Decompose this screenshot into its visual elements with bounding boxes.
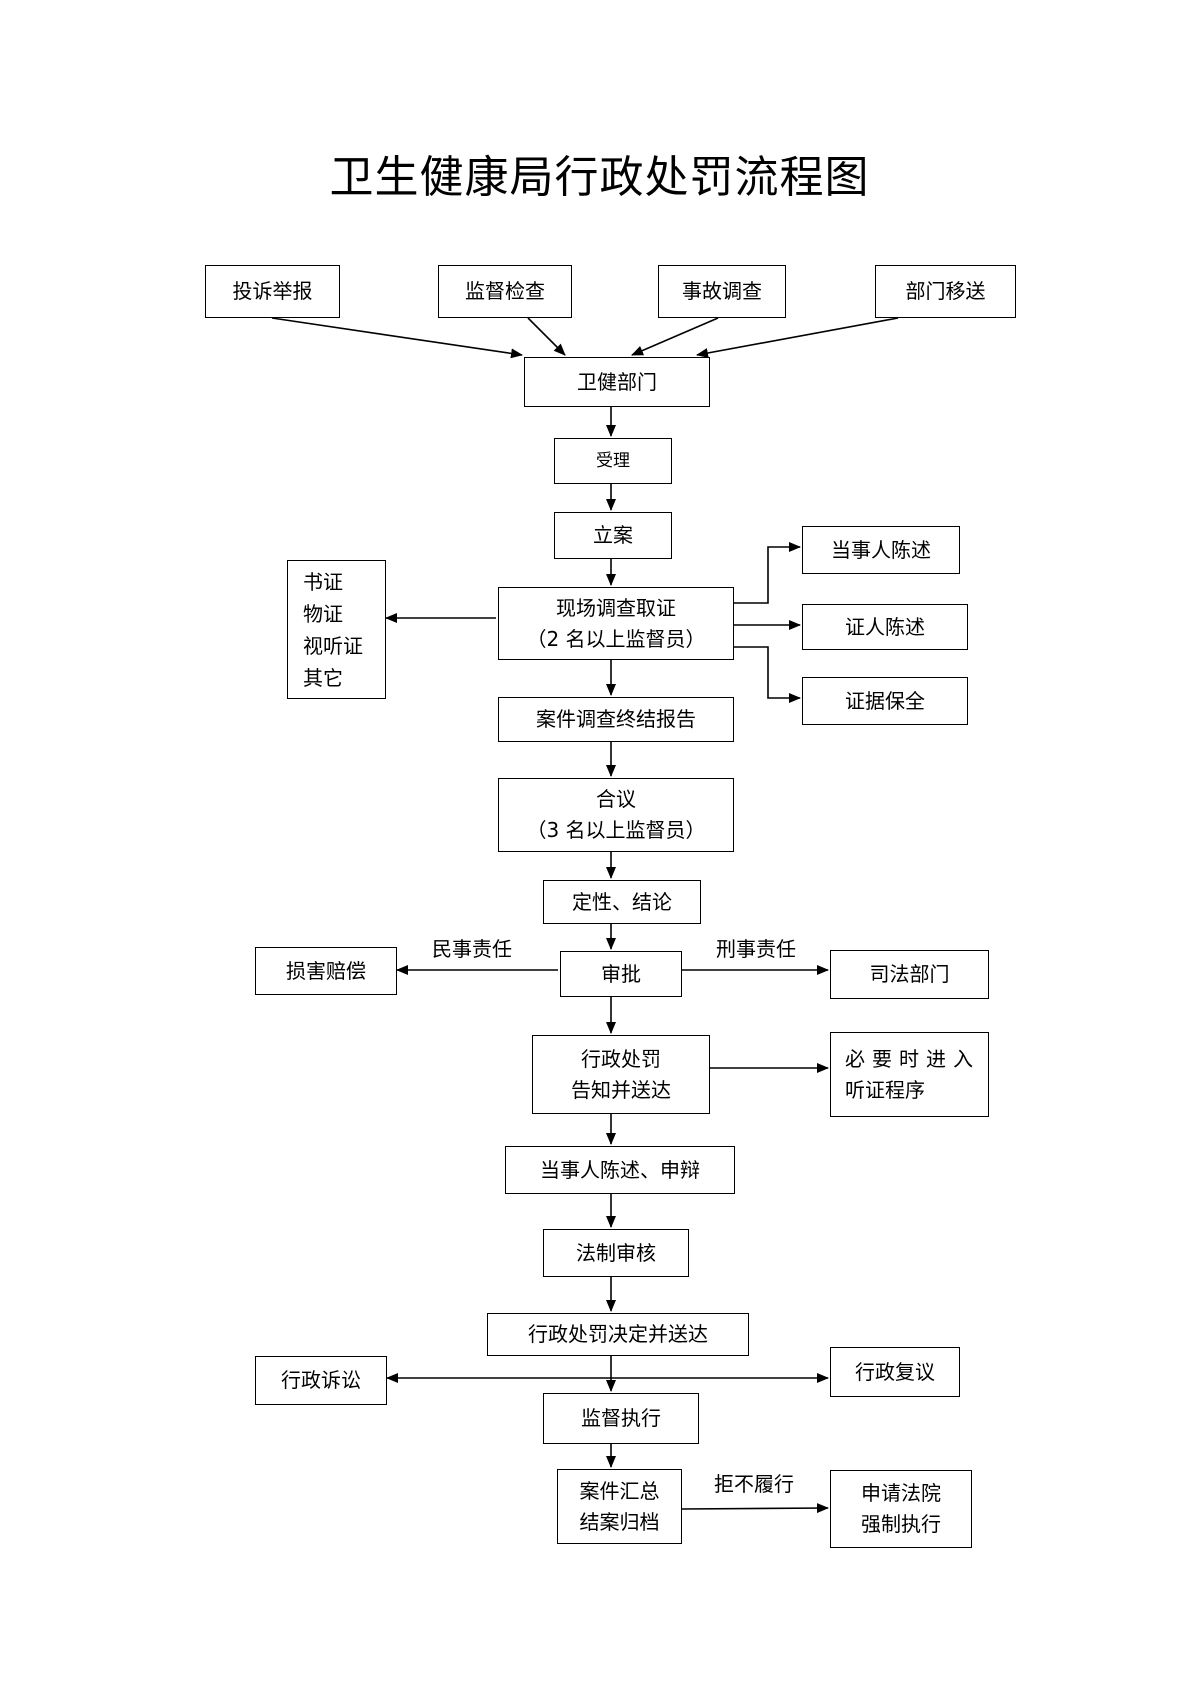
- label-hearing-line1: 必要时进入: [845, 1046, 980, 1071]
- box-supervision: 监督检查: [438, 265, 572, 318]
- label-final-report: 案件调查终结报告: [536, 707, 696, 731]
- box-deliberate: 合议 （3 名以上监督员）: [498, 778, 734, 852]
- label-accident: 事故调查: [682, 279, 762, 303]
- box-court-enforcement: 申请法院 强制执行: [830, 1470, 972, 1548]
- label-complaint: 投诉举报: [232, 279, 313, 303]
- box-judicial: 司法部门: [830, 950, 989, 999]
- label-investigate-line1: 现场调查取证: [556, 595, 676, 620]
- arrow-to-preservation: [734, 646, 801, 703]
- box-archive: 案件汇总 结案归档: [557, 1469, 682, 1544]
- box-accept: 受理: [554, 438, 672, 484]
- box-compensation: 损害赔偿: [255, 947, 397, 995]
- box-execution: 监督执行: [543, 1393, 699, 1444]
- label-deliberate-line1: 合议: [596, 787, 636, 811]
- label-supervision: 监督检查: [465, 279, 545, 303]
- box-evidence-types: 书证 物证 视听证 其它: [287, 560, 386, 699]
- label-evidence-document: 书证: [303, 569, 343, 594]
- arrow-supervision: [527, 317, 566, 356]
- label-archive-line1: 案件汇总: [579, 1478, 660, 1503]
- label-preservation: 证据保全: [845, 688, 925, 713]
- label-judicial: 司法部门: [869, 962, 950, 986]
- label-transfer: 部门移送: [905, 279, 986, 303]
- box-accident: 事故调查: [658, 265, 786, 318]
- box-final-report: 案件调查终结报告: [498, 697, 734, 742]
- label-hearing-line2: 听证程序: [845, 1077, 925, 1102]
- box-hearing: 必要时进入 听证程序: [830, 1032, 989, 1117]
- page-title: 卫生健康局行政处罚流程图: [329, 152, 870, 203]
- arrow-to-party-statement: [734, 542, 801, 604]
- label-admin-review: 行政复议: [855, 1359, 935, 1384]
- arrow-complaint: [271, 317, 523, 359]
- box-approve: 审批: [560, 951, 682, 997]
- label-party-statement: 当事人陈述: [831, 537, 931, 562]
- arrow-accident: [631, 317, 719, 356]
- label-refuse-to-comply: 拒不履行: [714, 1472, 794, 1496]
- label-criminal-liability: 刑事责任: [716, 937, 796, 961]
- box-decision: 行政处罚决定并送达: [487, 1313, 749, 1356]
- arrow-to-court: [681, 1503, 829, 1514]
- label-decision: 行政处罚决定并送达: [528, 1322, 708, 1346]
- label-register: 立案: [593, 523, 633, 547]
- label-admin-litigation: 行政诉讼: [281, 1368, 361, 1392]
- label-witness-statement: 证人陈述: [845, 614, 925, 639]
- label-civil-liability: 民事责任: [432, 937, 512, 961]
- box-witness-statement: 证人陈述: [802, 604, 968, 650]
- box-register: 立案: [554, 512, 672, 559]
- box-notice: 行政处罚 告知并送达: [532, 1035, 710, 1114]
- box-legal-review: 法制审核: [543, 1229, 689, 1277]
- label-evidence-physical: 物证: [303, 601, 343, 626]
- box-preservation: 证据保全: [802, 677, 968, 725]
- label-statement-defense: 当事人陈述、申辩: [540, 1157, 700, 1182]
- box-party-statement: 当事人陈述: [802, 526, 960, 574]
- label-notice-line1: 行政处罚: [581, 1046, 661, 1071]
- label-health-dept: 卫健部门: [577, 369, 657, 394]
- label-legal-review: 法制审核: [576, 1240, 656, 1265]
- label-archive-line2: 结案归档: [579, 1509, 660, 1534]
- label-execution: 监督执行: [581, 1406, 661, 1430]
- label-evidence-audiovisual: 视听证: [303, 633, 363, 658]
- label-deliberate-line2: （3 名以上监督员）: [526, 818, 706, 842]
- label-compensation: 损害赔偿: [286, 958, 366, 983]
- label-notice-line2: 告知并送达: [571, 1077, 671, 1102]
- box-admin-litigation: 行政诉讼: [255, 1356, 387, 1405]
- box-transfer: 部门移送: [875, 265, 1016, 318]
- box-complaint: 投诉举报: [205, 265, 340, 318]
- label-approve: 审批: [601, 961, 641, 986]
- label-conclusion: 定性、结论: [572, 889, 672, 914]
- box-health-dept: 卫健部门: [524, 357, 710, 407]
- label-court-line2: 强制执行: [861, 1512, 941, 1536]
- label-evidence-other: 其它: [303, 665, 343, 690]
- box-investigate: 现场调查取证 （2 名以上监督员）: [498, 587, 734, 660]
- label-accept: 受理: [596, 450, 630, 471]
- box-admin-review: 行政复议: [830, 1347, 960, 1397]
- box-conclusion: 定性、结论: [543, 880, 701, 924]
- label-court-line1: 申请法院: [861, 1481, 941, 1505]
- arrow-transfer: [696, 317, 899, 358]
- box-statement-defense: 当事人陈述、申辩: [505, 1146, 735, 1194]
- label-investigate-line2: （2 名以上监督员）: [526, 626, 706, 651]
